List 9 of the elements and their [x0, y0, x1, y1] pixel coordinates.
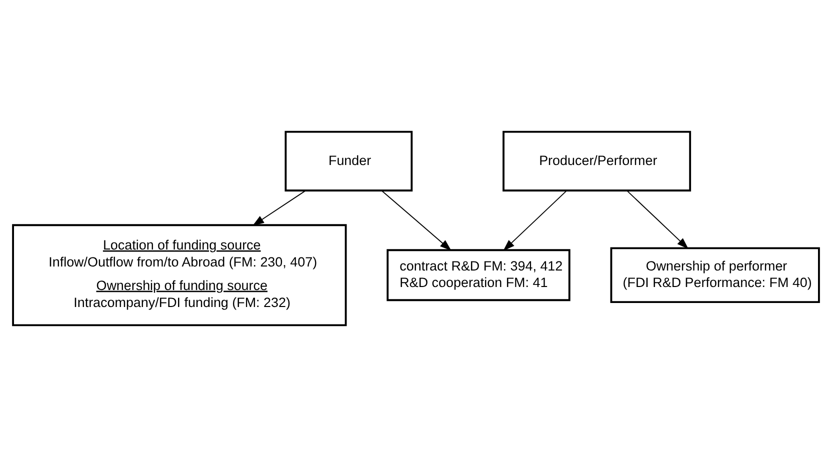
node-box: contract R&D FM: 394, 412 R&D cooperation FM: 41 [386, 249, 570, 302]
node-box: Location of funding source Inflow/Outflow from/to Abroad (FM: 230, 407) Ownership of funding source Intracompany/FDI funding (FM: 232) [12, 224, 347, 326]
arrow [503, 190, 568, 251]
arrow [626, 190, 688, 249]
arrow [252, 190, 306, 226]
node-box: Funder [284, 130, 413, 192]
arrow [381, 190, 452, 251]
node-box: Ownership of performer (FDI R&D Performance: FM 40) [610, 247, 820, 304]
node-box: Producer/Performer [502, 130, 692, 192]
